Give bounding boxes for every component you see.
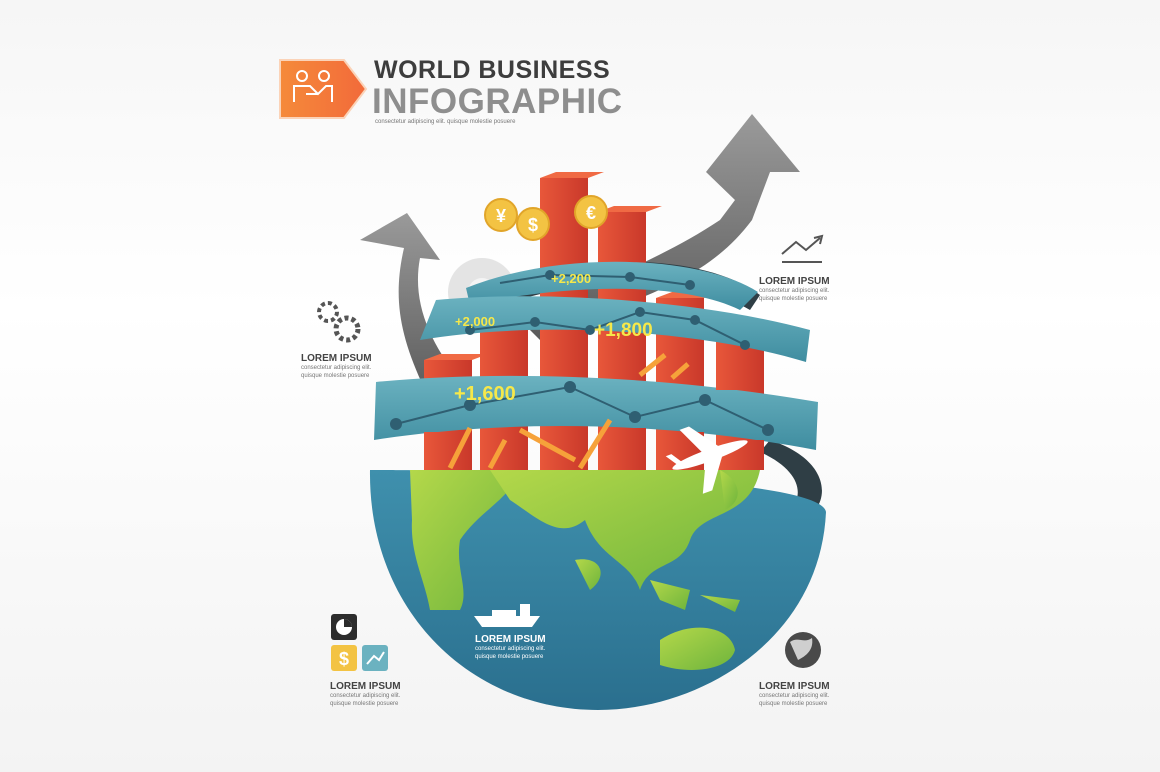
pie-chart-icon <box>331 614 357 640</box>
caption-finance: LOREM IPSUM consectetur adipiscing elit.… <box>330 681 420 708</box>
caption-desc: quisque molestie posuere <box>330 701 399 707</box>
svg-text:$: $ <box>528 215 538 235</box>
caption-label: LOREM IPSUM <box>330 681 401 692</box>
caption-gears: LOREM IPSUM consectetur adipiscing elit.… <box>301 353 391 380</box>
line-chart-icon <box>362 645 388 671</box>
growth-chart-icon <box>781 234 824 263</box>
handshake-icon <box>293 70 333 102</box>
trend-line <box>395 273 769 431</box>
page-subtitle: consectetur adipiscing elit. quisque mol… <box>375 119 516 125</box>
svg-text:$: $ <box>339 649 349 669</box>
band-second <box>420 296 810 362</box>
band-top <box>466 261 758 310</box>
caption-desc: consectetur adipiscing elit. <box>759 693 830 699</box>
coin-euro-icon: € <box>574 195 608 229</box>
caption-desc: quisque molestie posuere <box>475 654 544 660</box>
ship-icon <box>474 604 540 627</box>
dollar-icon: $ <box>331 645 357 671</box>
band-value-4: +1,600 <box>454 383 516 405</box>
caption-desc: quisque molestie posuere <box>759 296 828 302</box>
caption-label: LOREM IPSUM <box>301 353 372 364</box>
airplane-icon <box>665 426 748 494</box>
caption-desc: quisque molestie posuere <box>301 373 370 379</box>
band-value-2: +2,000 <box>455 314 495 329</box>
page-title-line1: WORLD BUSINESS <box>374 56 611 84</box>
band-value-3: +1,800 <box>594 320 653 341</box>
gears-icon <box>317 301 361 343</box>
caption-desc: quisque molestie posuere <box>759 701 828 707</box>
continents <box>410 470 760 670</box>
growth-arrow-left <box>360 213 460 400</box>
caption-label: LOREM IPSUM <box>759 276 830 287</box>
caption-growth: LOREM IPSUM consectetur adipiscing elit.… <box>759 276 849 303</box>
coin-yen-icon: ¥ <box>484 198 518 232</box>
caption-globe: LOREM IPSUM consectetur adipiscing elit.… <box>759 681 849 708</box>
caption-label: LOREM IPSUM <box>475 634 546 645</box>
caption-desc: consectetur adipiscing elit. <box>759 288 830 294</box>
growth-arrow-right <box>520 114 800 340</box>
caption-desc: consectetur adipiscing elit. <box>330 693 401 699</box>
caption-desc: consectetur adipiscing elit. <box>475 646 546 652</box>
trend-points <box>390 270 774 436</box>
band-value-1: +2,200 <box>551 271 591 286</box>
header-badge <box>278 58 368 120</box>
coin-dollar-icon: $ <box>516 207 550 241</box>
svg-text:€: € <box>586 203 596 223</box>
page-title-line2: INFOGRAPHIC <box>372 82 623 121</box>
globe-icon <box>785 632 821 668</box>
caption-label: LOREM IPSUM <box>759 681 830 692</box>
caption-ship: LOREM IPSUM consectetur adipiscing elit.… <box>475 634 565 661</box>
caption-desc: consectetur adipiscing elit. <box>301 365 372 371</box>
svg-text:¥: ¥ <box>496 206 506 226</box>
